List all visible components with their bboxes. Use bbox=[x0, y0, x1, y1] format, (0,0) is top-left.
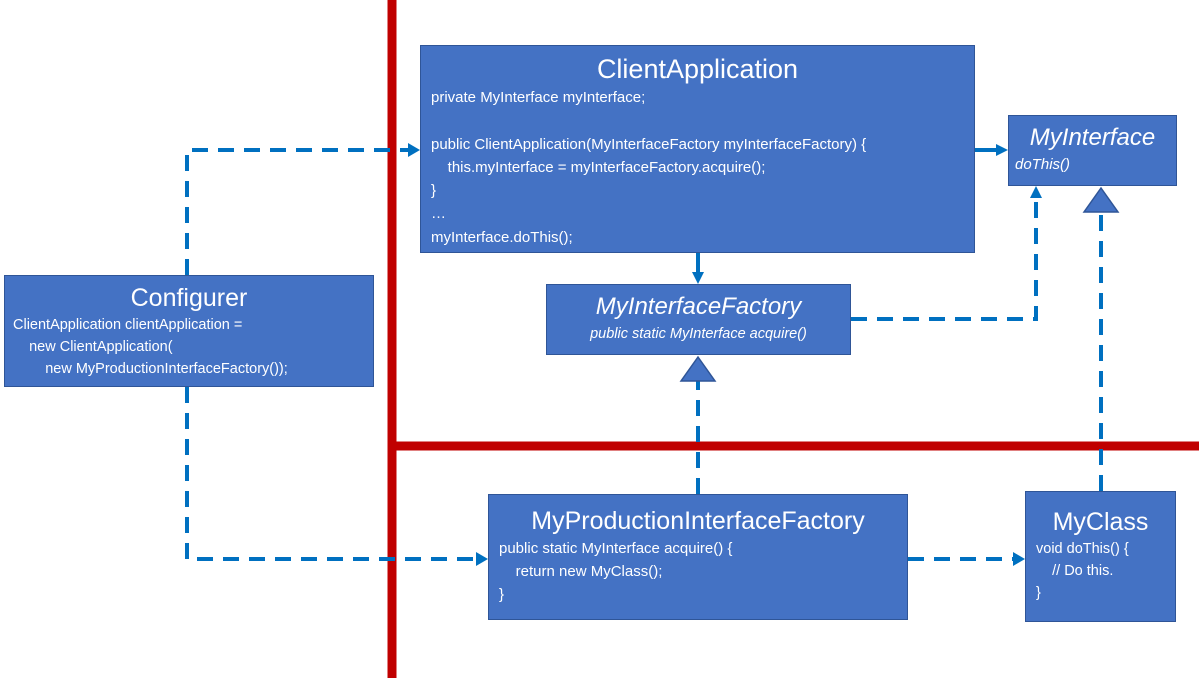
my-interface-factory-method: public static MyInterface acquire() bbox=[590, 326, 807, 342]
production-to-factory-triangle bbox=[679, 355, 717, 382]
my-production-interface-factory-line: } bbox=[499, 586, 505, 603]
factory-to-interface-connector bbox=[851, 198, 1038, 321]
factory-to-interface-arrowhead bbox=[1030, 186, 1042, 198]
configurer-to-production-arrowhead bbox=[476, 552, 488, 566]
client-application-line: this.myInterface = myInterfaceFactory.ac… bbox=[431, 158, 766, 176]
configurer-title: Configurer bbox=[130, 284, 248, 312]
my-interface-title: MyInterface bbox=[1029, 124, 1156, 151]
client-to-factory-arrowhead bbox=[692, 272, 704, 284]
my-class-box: MyClass void doThis() { // Do this. } bbox=[1025, 491, 1176, 622]
production-to-myclass-arrowhead bbox=[1013, 552, 1025, 566]
my-interface-method: doThis() bbox=[1015, 156, 1071, 173]
configurer-to-production-connector bbox=[185, 387, 478, 561]
client-application-line: } bbox=[431, 182, 437, 200]
client-application-line: myInterface.doThis(); bbox=[431, 228, 573, 246]
configurer-line: new ClientApplication( bbox=[13, 339, 173, 355]
my-production-interface-factory-line: public static MyInterface acquire() { bbox=[499, 540, 733, 557]
myclass-to-interface-triangle bbox=[1082, 186, 1120, 213]
my-production-interface-factory-box: MyProductionInterfaceFactory public stat… bbox=[488, 494, 908, 620]
client-application-line: … bbox=[431, 205, 446, 223]
my-production-interface-factory-line: return new MyClass(); bbox=[499, 563, 663, 580]
my-interface-box: MyInterface doThis() bbox=[1008, 115, 1177, 186]
client-application-line: public ClientApplication(MyInterfaceFact… bbox=[431, 135, 867, 153]
configurer-to-client-connector bbox=[185, 148, 412, 275]
my-class-line: void doThis() { bbox=[1036, 541, 1129, 557]
my-class-title: MyClass bbox=[1052, 508, 1149, 536]
my-class-line: } bbox=[1036, 585, 1041, 601]
configurer-line: new MyProductionInterfaceFactory()); bbox=[13, 361, 288, 377]
client-application-box: ClientApplication private MyInterface my… bbox=[420, 45, 975, 253]
client-application-title: ClientApplication bbox=[596, 54, 799, 84]
my-interface-factory-title: MyInterfaceFactory bbox=[595, 293, 802, 320]
my-production-interface-factory-title: MyProductionInterfaceFactory bbox=[531, 507, 865, 535]
my-interface-factory-box: MyInterfaceFactory public static MyInter… bbox=[546, 284, 851, 355]
client-application-line bbox=[431, 109, 964, 132]
configurer-box: Configurer ClientApplication clientAppli… bbox=[4, 275, 374, 387]
configurer-to-client-arrowhead bbox=[408, 143, 420, 157]
my-class-line: // Do this. bbox=[1036, 563, 1114, 579]
client-application-line: private MyInterface myInterface; bbox=[431, 89, 646, 106]
client-to-interface-arrowhead bbox=[996, 144, 1008, 156]
configurer-line: ClientApplication clientApplication = bbox=[13, 317, 243, 333]
